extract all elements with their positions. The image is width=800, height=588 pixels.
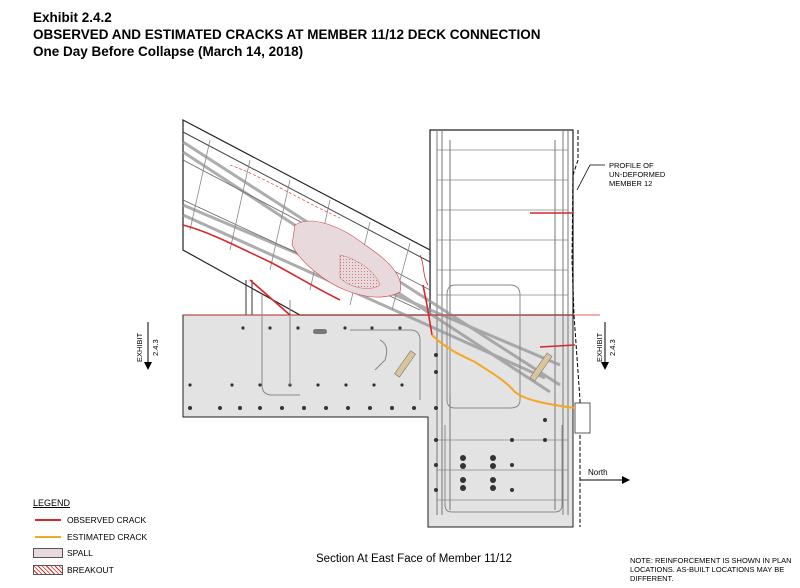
- column-ties: [437, 149, 568, 501]
- exhibit-title: OBSERVED AND ESTIMATED CRACKS AT MEMBER …: [33, 27, 541, 42]
- section-marker-left: EXHIBIT 2.4.3: [135, 322, 160, 370]
- bearing-pad-right: [529, 352, 553, 382]
- reinforcement-note: NOTE: REINFORCEMENT IS SHOWN IN PLAN LOC…: [630, 556, 792, 583]
- member-12-column: [429, 129, 574, 316]
- profile-leader-line: [576, 164, 605, 191]
- diagonal-stirrups: [189, 139, 411, 311]
- left-wall-stub: [245, 280, 253, 315]
- breakout-area: [339, 254, 381, 289]
- legend-title: LEGEND: [33, 498, 71, 508]
- legend-spall: SPALL: [33, 546, 93, 560]
- deck-hooked-rebar: [261, 284, 563, 513]
- estimated-crack: [431, 334, 576, 409]
- profile-label-2: UN-DEFORMED: [609, 170, 666, 179]
- svg-text:EXHIBIT: EXHIBIT: [135, 332, 144, 362]
- observed-cracks: [182, 212, 576, 348]
- drawing-caption: Section At East Face of Member 11/12: [316, 553, 513, 565]
- section-marker-right: EXHIBIT 2.4.3: [595, 322, 617, 370]
- svg-text:2.4.3: 2.4.3: [151, 339, 160, 356]
- legend-estimated-crack: ESTIMATED CRACK: [33, 530, 147, 544]
- svg-text:EXHIBIT: EXHIBIT: [595, 332, 604, 362]
- svg-text:2.4.3: 2.4.3: [608, 339, 617, 356]
- exhibit-subtitle: One Day Before Collapse (March 14, 2018): [33, 44, 304, 59]
- deck-duct: [313, 329, 327, 334]
- svg-text:North: North: [588, 468, 608, 477]
- bearing-pad-left: [394, 350, 416, 378]
- profile-label-1: PROFILE OF: [609, 161, 654, 170]
- deck-edge-box: [574, 402, 591, 434]
- north-arrow: North: [580, 468, 630, 484]
- legend-observed-crack: OBSERVED CRACK: [33, 513, 146, 527]
- exhibit-number: Exhibit 2.4.2: [33, 10, 112, 25]
- legend-breakout: BREAKOUT: [33, 563, 114, 577]
- deck-rebar-dots: [188, 326, 547, 492]
- undeformed-profile-line: [571, 130, 581, 527]
- profile-label-3: MEMBER 12: [609, 179, 652, 188]
